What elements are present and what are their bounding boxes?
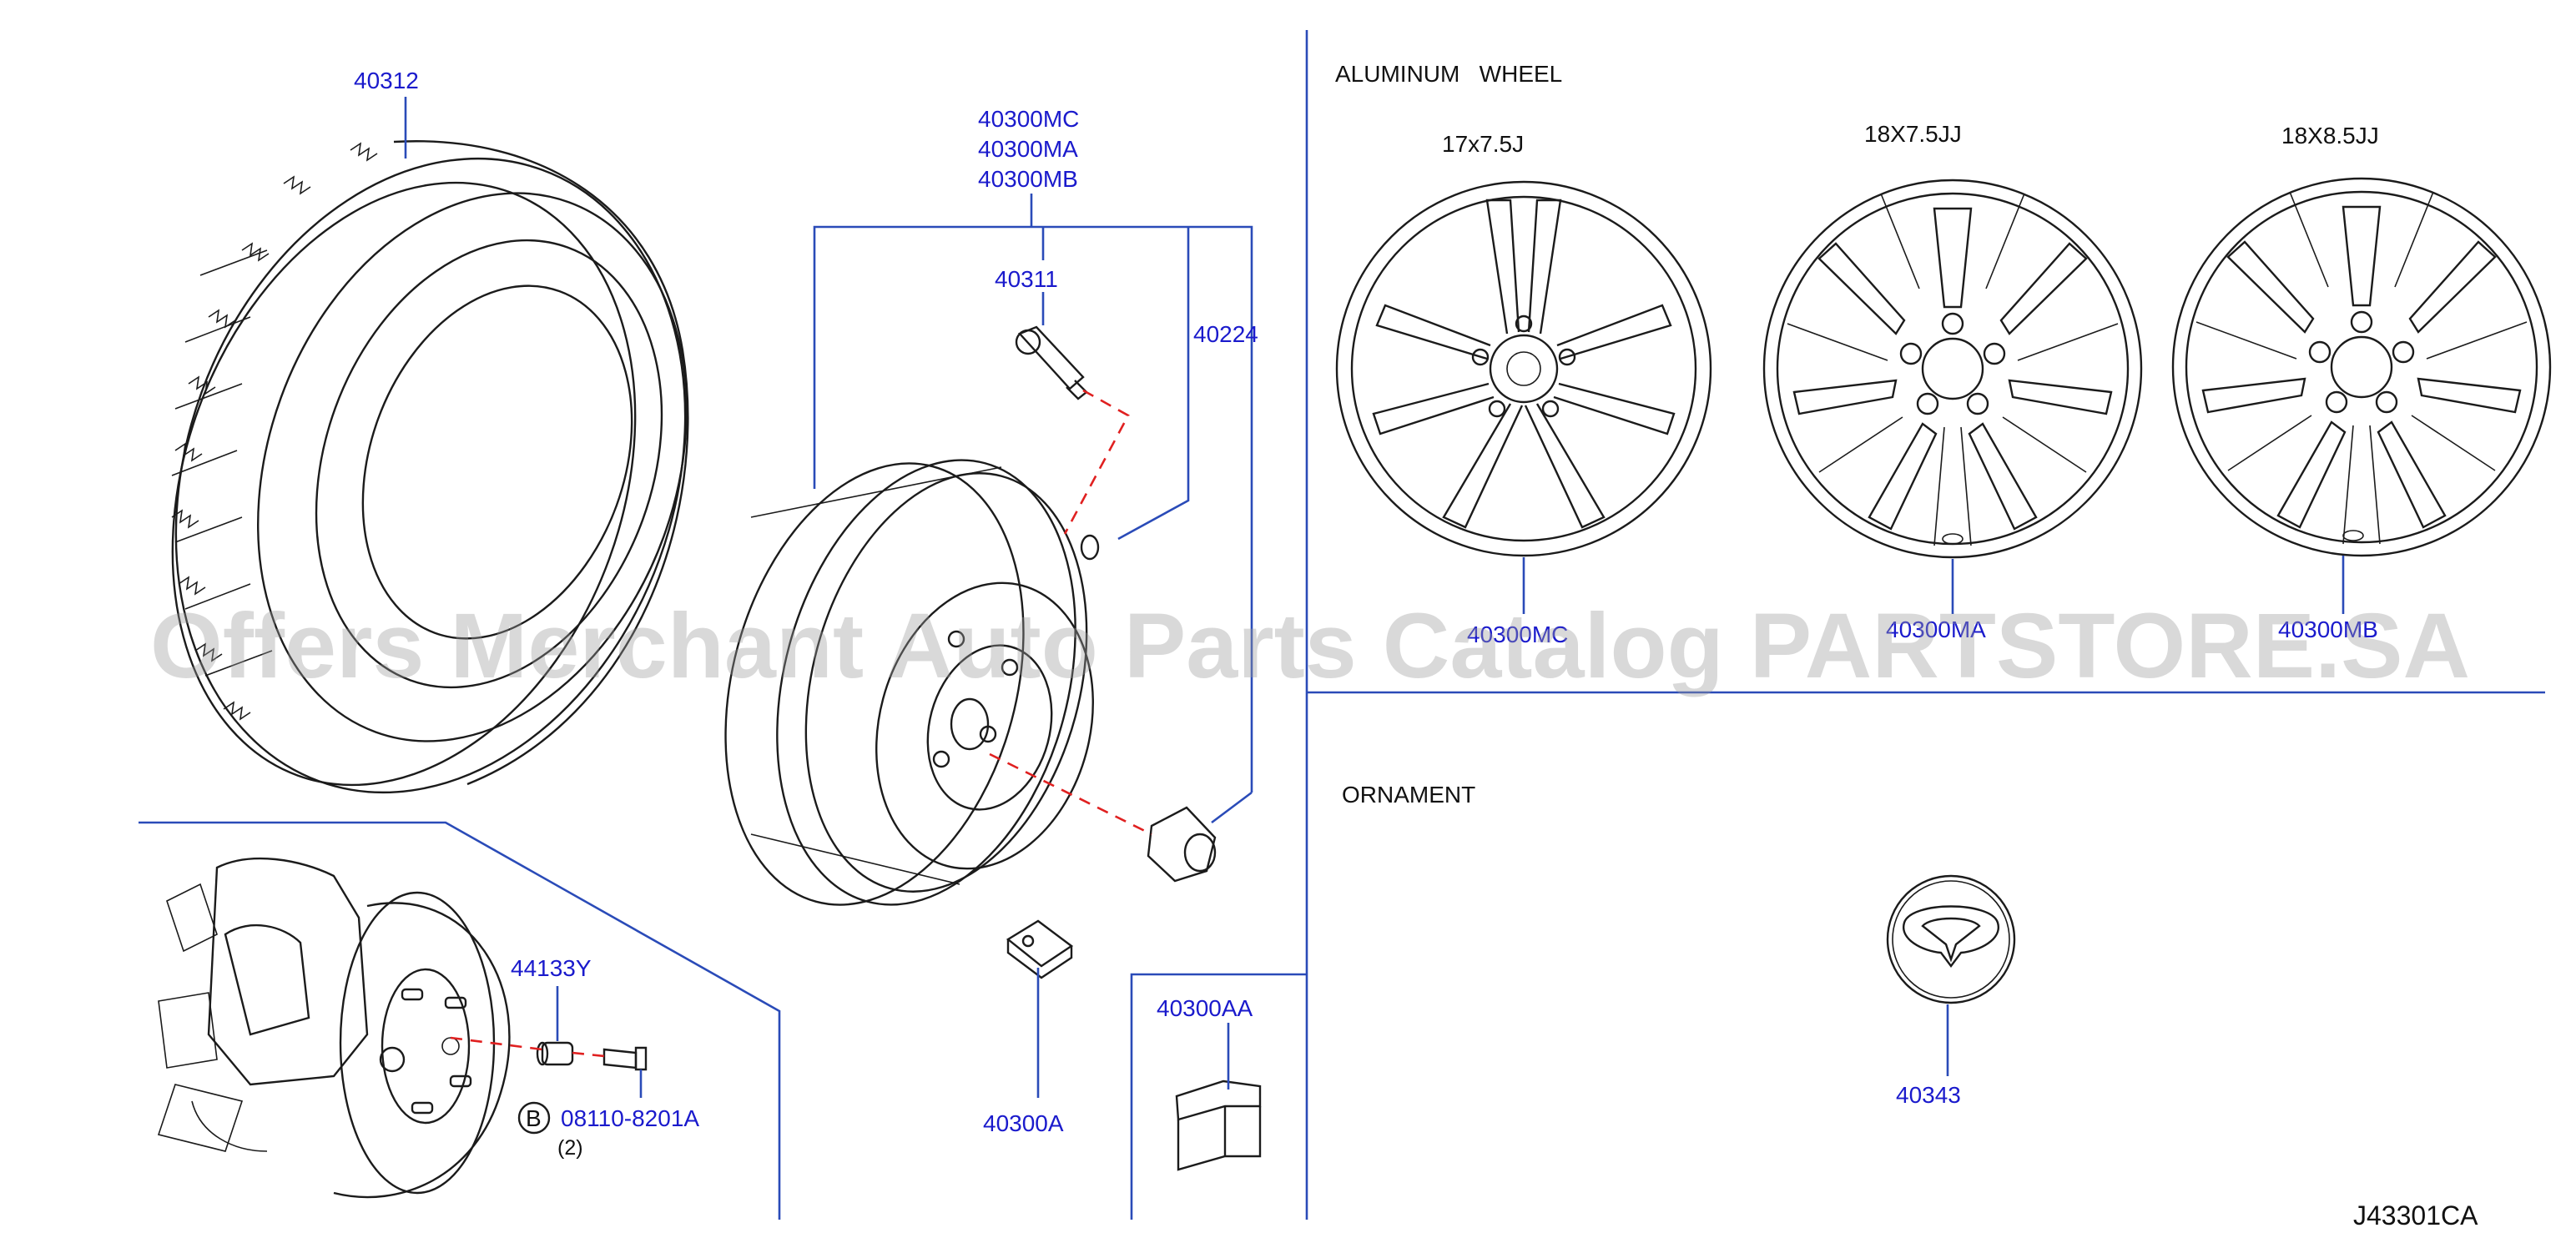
leader-lines xyxy=(404,97,2345,1098)
label-wheel-mc: 40300MC xyxy=(978,106,1079,132)
hub-bolt-drawing xyxy=(536,1041,648,1071)
label-hub-bolt: 44133Y xyxy=(511,955,592,981)
label-wheel-ma: 40300MA xyxy=(978,136,1078,162)
aluminum-wheel-17-drawing xyxy=(1335,180,1712,557)
label-bolt-code: 08110-8201A xyxy=(561,1105,699,1131)
diagram-code: J43301CA xyxy=(2353,1200,2478,1230)
label-below-ma: 40300MA xyxy=(1886,616,1986,642)
watermark: Offers Merchant Auto Parts Catalog PARTS… xyxy=(150,595,2470,697)
callout-b-letter: B xyxy=(526,1105,542,1131)
ornament-emblem xyxy=(1886,874,2016,1004)
label-below-mc: 40300MC xyxy=(1467,622,1568,647)
label-nut: 40224 xyxy=(1193,321,1258,347)
weight-40300a-drawing xyxy=(1006,919,1074,979)
label-tire: 40312 xyxy=(354,68,419,93)
size-18x85: 18X8.5JJ xyxy=(2281,123,2379,148)
steel-wheel-drawing xyxy=(724,459,1100,906)
label-wheel-mb: 40300MB xyxy=(978,166,1078,192)
label-weight-a: 40300A xyxy=(983,1110,1064,1136)
dashed-guides xyxy=(450,389,1152,1058)
size-17x75: 17x7.5J xyxy=(1442,131,1524,157)
weight-40300aa-drawing xyxy=(1175,1079,1262,1171)
valve-drawing xyxy=(1015,325,1088,400)
label-valve: 40311 xyxy=(995,266,1058,292)
tire-drawing xyxy=(171,140,689,794)
label-below-mb: 40300MB xyxy=(2278,616,2378,642)
panel-dividers xyxy=(139,30,2545,1220)
label-bolt-qty: (2) xyxy=(557,1136,583,1160)
nut-drawing xyxy=(1147,806,1217,883)
size-18x75: 18X7.5JJ xyxy=(1864,121,1962,147)
hub-brake-drawing xyxy=(157,857,511,1199)
title-ornament: ORNAMENT xyxy=(1342,782,1475,808)
label-ornament: 40343 xyxy=(1896,1082,1961,1108)
aluminum-wheel-18x75-drawing xyxy=(1762,179,2143,559)
label-weight-aa: 40300AA xyxy=(1157,995,1253,1021)
title-aluminum-wheel: ALUMINUM WHEEL xyxy=(1335,61,1562,87)
aluminum-wheel-18x85-drawing xyxy=(2171,177,2552,557)
callout-b-circle xyxy=(517,1101,551,1135)
